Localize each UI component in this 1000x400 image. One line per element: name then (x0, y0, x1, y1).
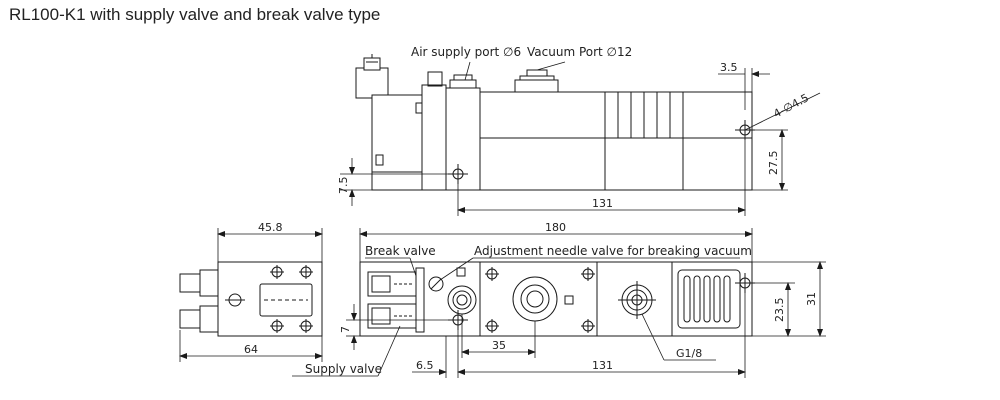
dim-64: 64 (244, 343, 258, 356)
side-view (355, 54, 755, 191)
end-view-dimensions (179, 228, 323, 362)
air-supply-fitting (449, 74, 477, 89)
label-adjustment-needle: Adjustment needle valve for breaking vac… (474, 244, 752, 258)
solenoid-coil (355, 67, 389, 99)
needle-valve (428, 276, 444, 292)
label-thread-g18: G1/8 (676, 347, 702, 360)
dim-7-5: 7.5 (337, 177, 350, 195)
top-view-dimensions (292, 61, 826, 378)
dim-131-top: 131 (592, 197, 613, 210)
label-break-valve: Break valve (365, 244, 436, 258)
side-view-dimensions (340, 68, 821, 216)
drawing-title: RL100-K1 with supply valve and break val… (9, 5, 381, 24)
end-view-body (217, 261, 323, 337)
silencer-fins (604, 91, 684, 139)
label-vacuum-port: Vacuum Port ∅12 (527, 45, 632, 59)
dim-7: 7 (339, 326, 352, 333)
silencer-slots (677, 269, 741, 329)
label-supply-valve: Supply valve (305, 362, 382, 376)
solenoid-body (371, 94, 423, 191)
dim-4-phi-4-5: 4-∅4.5 (771, 91, 811, 120)
dim-180: 180 (545, 221, 566, 234)
dim-45-8: 45.8 (258, 221, 283, 234)
top-view-body (359, 261, 753, 337)
top-view (359, 261, 755, 337)
end-view-screws (270, 265, 313, 333)
label-air-supply-port: Air supply port ∅6 (411, 45, 521, 59)
vacuum-port-fitting (514, 69, 559, 93)
dim-23-5: 23.5 (773, 298, 786, 323)
dim-27-5: 27.5 (767, 151, 780, 176)
dim-6-5: 6.5 (416, 359, 434, 372)
dim-35: 35 (492, 339, 506, 352)
top-view-screws (485, 267, 595, 333)
dim-131-bottom: 131 (592, 359, 613, 372)
dim-31: 31 (805, 292, 818, 306)
ejector-body (479, 91, 753, 191)
dim-3-5: 3.5 (720, 61, 738, 74)
end-view (179, 261, 323, 337)
